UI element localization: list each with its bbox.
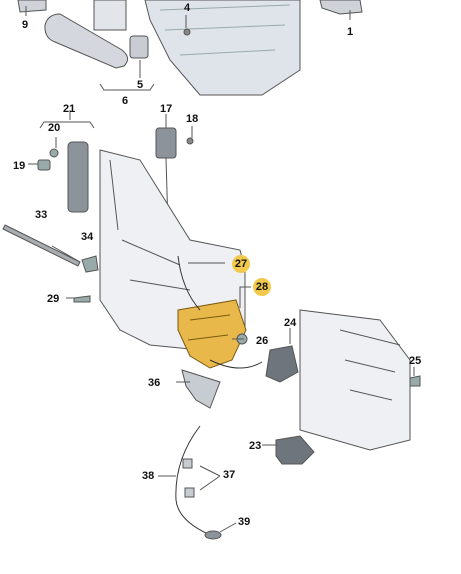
part-37-clip-lower [184, 487, 195, 498]
label-part-6: 6 [122, 95, 129, 107]
label-part-27: 27 [232, 255, 250, 273]
label-part-21: 21 [63, 103, 76, 115]
label-part-18: 18 [186, 113, 199, 125]
label-part-34: 34 [81, 231, 94, 243]
part-4-screw [183, 28, 191, 36]
part-20-pin [49, 148, 59, 158]
part-5-cap [129, 35, 149, 59]
label-part-1: 1 [347, 26, 354, 38]
label-part-5: 5 [137, 79, 144, 91]
label-part-36: 36 [148, 377, 161, 389]
part-9-bracket [17, 0, 47, 13]
part-39-end [204, 530, 222, 540]
door-latch-area [299, 309, 411, 451]
label-part-33: 33 [35, 209, 48, 221]
label-part-19: 19 [13, 160, 26, 172]
part-28-door-lock [177, 299, 247, 369]
label-part-4: 4 [184, 2, 191, 14]
label-part-26: 26 [256, 335, 269, 347]
label-part-38: 38 [142, 470, 155, 482]
part-1-handle [319, 0, 363, 15]
part-27-cable [177, 255, 201, 311]
part-21-lock-cylinder [67, 141, 89, 213]
label-part-39: 39 [238, 516, 251, 528]
part-36-inner-handle [181, 369, 221, 409]
part-17-cover [155, 127, 177, 159]
part-6-exterior-handle [44, 13, 128, 69]
label-part-28: 28 [253, 278, 271, 296]
part-24-striker [265, 345, 299, 383]
handle-frame [93, 0, 127, 31]
part-25-screw [409, 375, 421, 387]
label-part-24: 24 [284, 317, 297, 329]
part-38-cable [175, 425, 209, 535]
door-panel-top [144, 0, 301, 96]
part-34-clip [81, 255, 99, 273]
part-37-clip-upper [182, 458, 193, 469]
part-19-insert [37, 159, 51, 171]
label-part-17: 17 [160, 103, 173, 115]
part-18-screw [186, 137, 194, 145]
label-part-20: 20 [48, 122, 61, 134]
label-part-9: 9 [22, 19, 29, 31]
label-part-37: 37 [223, 469, 236, 481]
label-part-25: 25 [409, 355, 422, 367]
label-part-29: 29 [47, 293, 60, 305]
label-part-23: 23 [249, 440, 262, 452]
part-23-striker-plate [275, 435, 315, 465]
part-29-screw [73, 295, 91, 303]
part-33-bolt [2, 224, 81, 267]
